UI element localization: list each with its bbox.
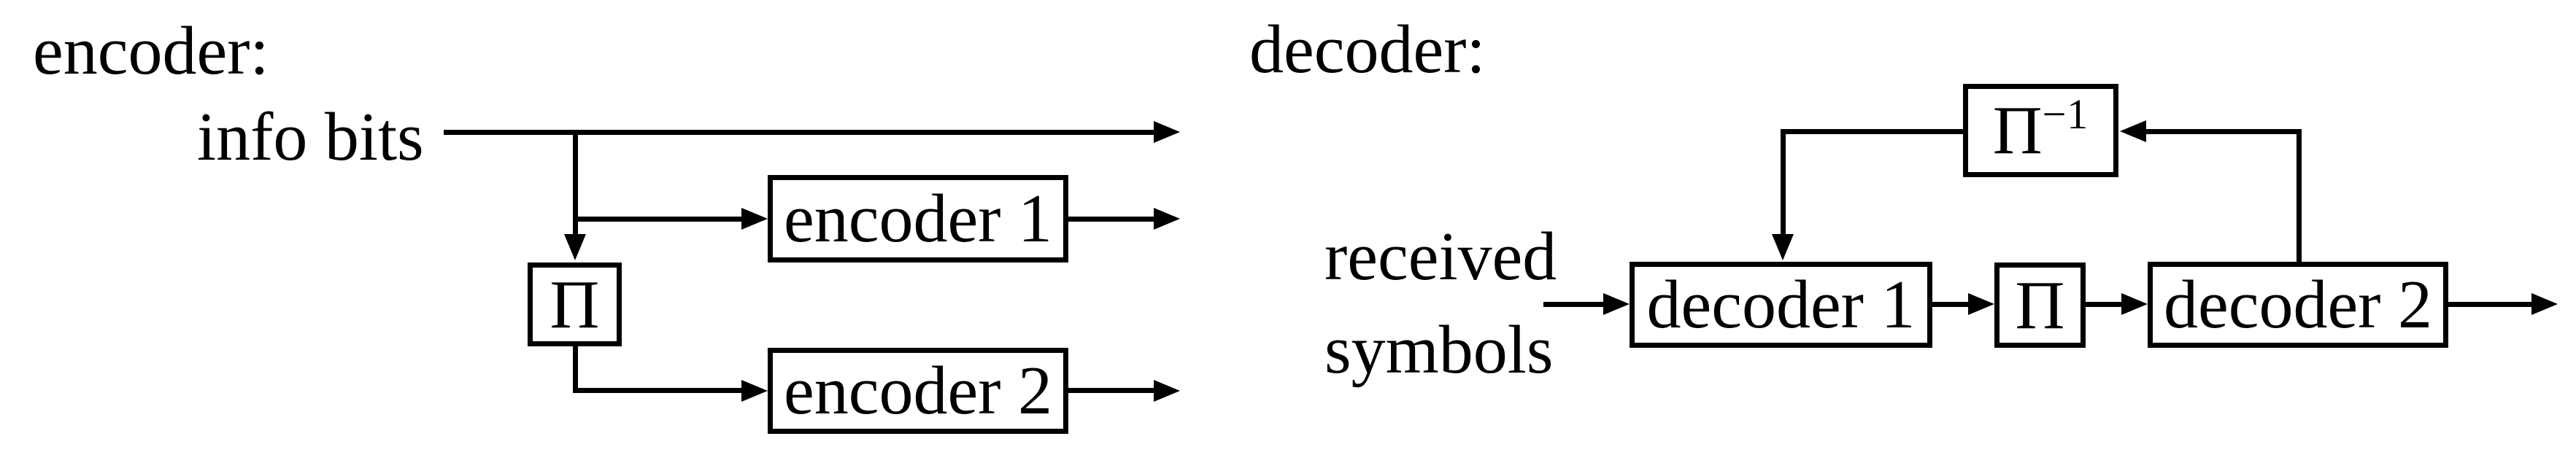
decoder1-feedback-arrowhead — [1772, 234, 1794, 260]
encoder2-box: encoder 2 — [768, 348, 1068, 434]
decoder1-to-interleaver-line — [1930, 302, 1970, 307]
decoder2-box: decoder 2 — [2148, 262, 2448, 348]
decoder1-box: decoder 1 — [1630, 262, 1932, 348]
decoder-output-line — [2446, 302, 2534, 307]
interleaver2-input-arrowhead — [1968, 293, 1994, 315]
feedback-right-horizontal-line — [2144, 129, 2301, 134]
encoder-title: encoder: — [33, 13, 269, 89]
decoder2-label: decoder 2 — [2164, 267, 2432, 343]
encoder1-output-line — [1065, 217, 1157, 222]
info-bits-label: info bits — [197, 99, 424, 175]
decoder1-label: decoder 1 — [1646, 267, 1916, 343]
encoder2-output-line — [1065, 388, 1157, 393]
decoder-output-arrowhead — [2531, 293, 2558, 315]
info-bits-line — [444, 130, 1157, 135]
branch-down-line — [573, 130, 578, 241]
feedback-right-vertical-line — [2297, 129, 2302, 262]
deinterleaver-box: Π−1 — [1963, 84, 2118, 177]
systematic-output-arrowhead — [1154, 121, 1180, 143]
encoder1-input-arrowhead — [741, 208, 768, 230]
encoder1-label: encoder 1 — [784, 181, 1052, 257]
interleaver-input-arrowhead — [564, 234, 586, 260]
decoder-interleaver-box: Π — [1994, 262, 2086, 348]
decoder-interleaver-label: Π — [2015, 267, 2065, 343]
encoder1-input-line — [573, 217, 744, 222]
encoder-interleaver-label: Π — [549, 266, 600, 343]
feedback-left-horizontal-line — [1781, 129, 1963, 134]
received-label: received — [1324, 219, 1557, 295]
encoder1-output-arrowhead — [1154, 208, 1180, 230]
deinterleaver-input-arrowhead — [2120, 120, 2146, 142]
encoder1-box: encoder 1 — [768, 175, 1068, 262]
interleaver-to-decoder2-line — [2083, 302, 2124, 307]
deinterleaver-base: Π — [1992, 93, 2043, 168]
deinterleaver-label: Π−1 — [1992, 90, 2089, 170]
decoder-input-line — [1543, 302, 1605, 307]
symbols-label: symbols — [1324, 312, 1554, 388]
decoder2-input-arrowhead — [2121, 293, 2148, 315]
encoder2-output-arrowhead — [1154, 380, 1180, 402]
decoder1-input-arrowhead — [1603, 293, 1630, 315]
encoder2-input-arrowhead — [741, 380, 768, 402]
deinterleaver-exponent: −1 — [2042, 90, 2089, 138]
encoder-interleaver-box: Π — [528, 262, 622, 346]
interleaver-output-line-vertical — [573, 346, 578, 393]
encoder2-input-line — [573, 388, 744, 393]
feedback-left-vertical-line — [1781, 129, 1786, 238]
encoder2-label: encoder 2 — [784, 353, 1052, 429]
decoder-title: decoder: — [1249, 12, 1486, 87]
